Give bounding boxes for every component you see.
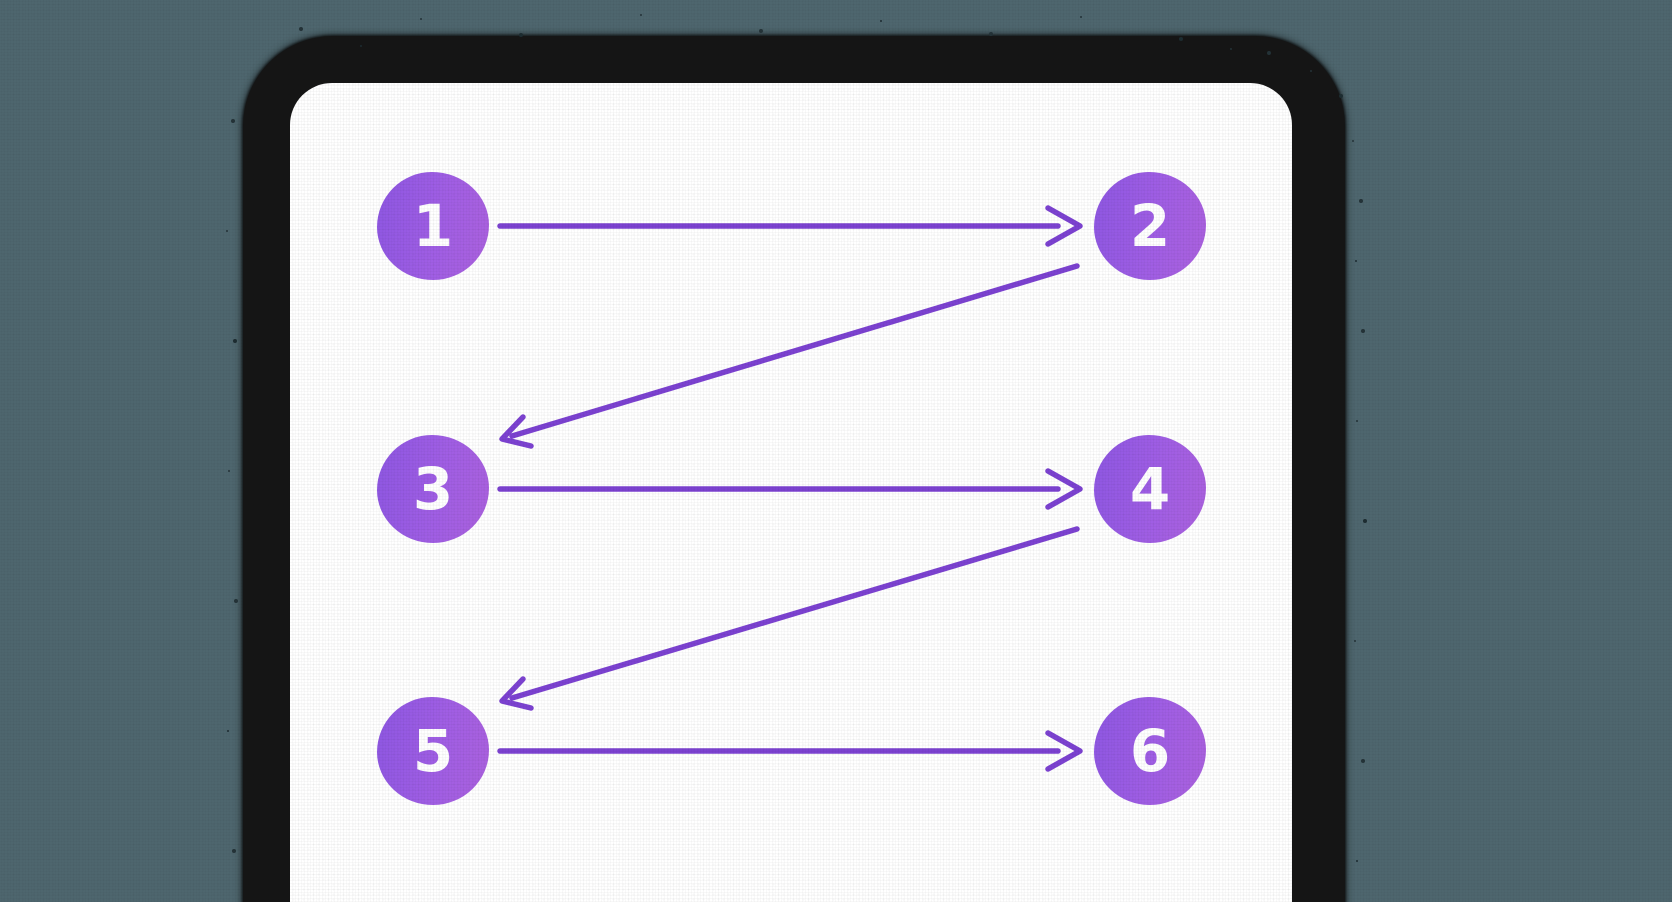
flow-node-6: 6 [1094,697,1206,805]
node-label: 5 [412,717,454,785]
flow-node-1: 1 [377,172,489,280]
flow-node-3: 3 [377,435,489,543]
flow-node-5: 5 [377,697,489,805]
node-label: 3 [412,455,454,523]
node-label: 1 [412,192,454,260]
flow-node-4: 4 [1094,435,1206,543]
node-label: 4 [1129,455,1171,523]
flow-node-2: 2 [1094,172,1206,280]
node-label: 6 [1129,717,1171,785]
node-label: 2 [1129,192,1171,260]
grain-specks [0,0,2,2]
